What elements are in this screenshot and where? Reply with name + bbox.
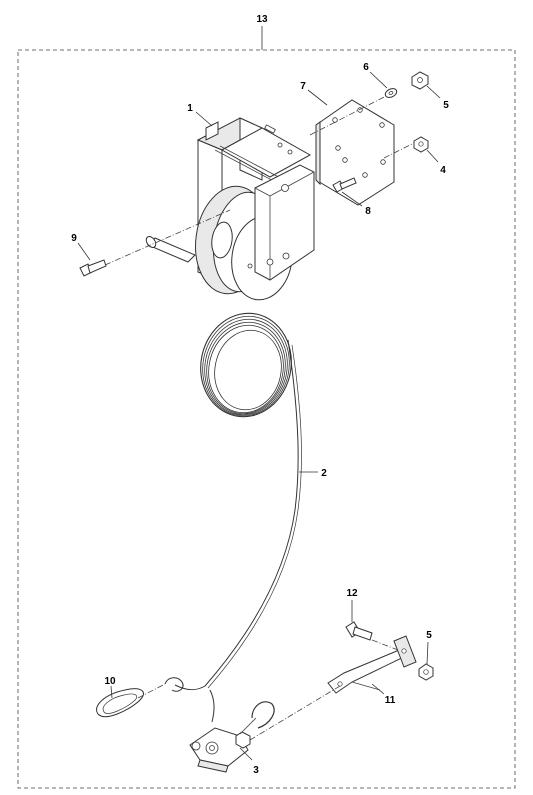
part-7-mounting-plate [315,99,395,206]
leader-6 [369,71,388,89]
leader-8 [341,191,363,207]
leader-5-upper [426,85,441,99]
leader-9 [77,242,91,261]
callout-13: 13 [256,14,268,25]
leader-1 [195,111,213,127]
leader-10 [110,685,113,699]
leader-11 [371,683,385,695]
callout-11: 11 [385,695,396,706]
assembly-boundary [17,49,516,789]
part-4-nut [413,136,429,153]
callout-2: 2 [321,468,327,479]
callout-5-upper: 5 [443,100,449,111]
leader-5-lower [426,641,429,665]
leader-3 [239,747,253,761]
callout-7: 7 [300,81,306,92]
part-3-cable-clamp [189,685,341,773]
callout-6: 6 [363,62,369,73]
part-10-cable-loop [96,677,184,718]
part-12-bolt [345,621,373,641]
part-11-bracket [327,635,417,694]
callout-1: 1 [187,103,193,114]
part-5-nut-lower [418,663,434,681]
callout-8: 8 [365,206,371,217]
callout-3: 3 [253,765,259,776]
part-2-cable-coil [174,312,302,723]
leader-4 [426,149,439,163]
part-8-bolt [332,177,357,193]
callout-12: 12 [346,588,358,599]
part-1-reel-bracket [145,117,315,301]
part-5-nut-upper [411,71,429,90]
part-9-bolt [79,259,107,277]
callout-9: 9 [71,233,77,244]
callout-10: 10 [104,676,116,687]
part-6-washer [384,88,398,98]
callout-4: 4 [440,165,446,176]
callout-5-lower: 5 [426,630,432,641]
leader-7 [307,89,328,106]
